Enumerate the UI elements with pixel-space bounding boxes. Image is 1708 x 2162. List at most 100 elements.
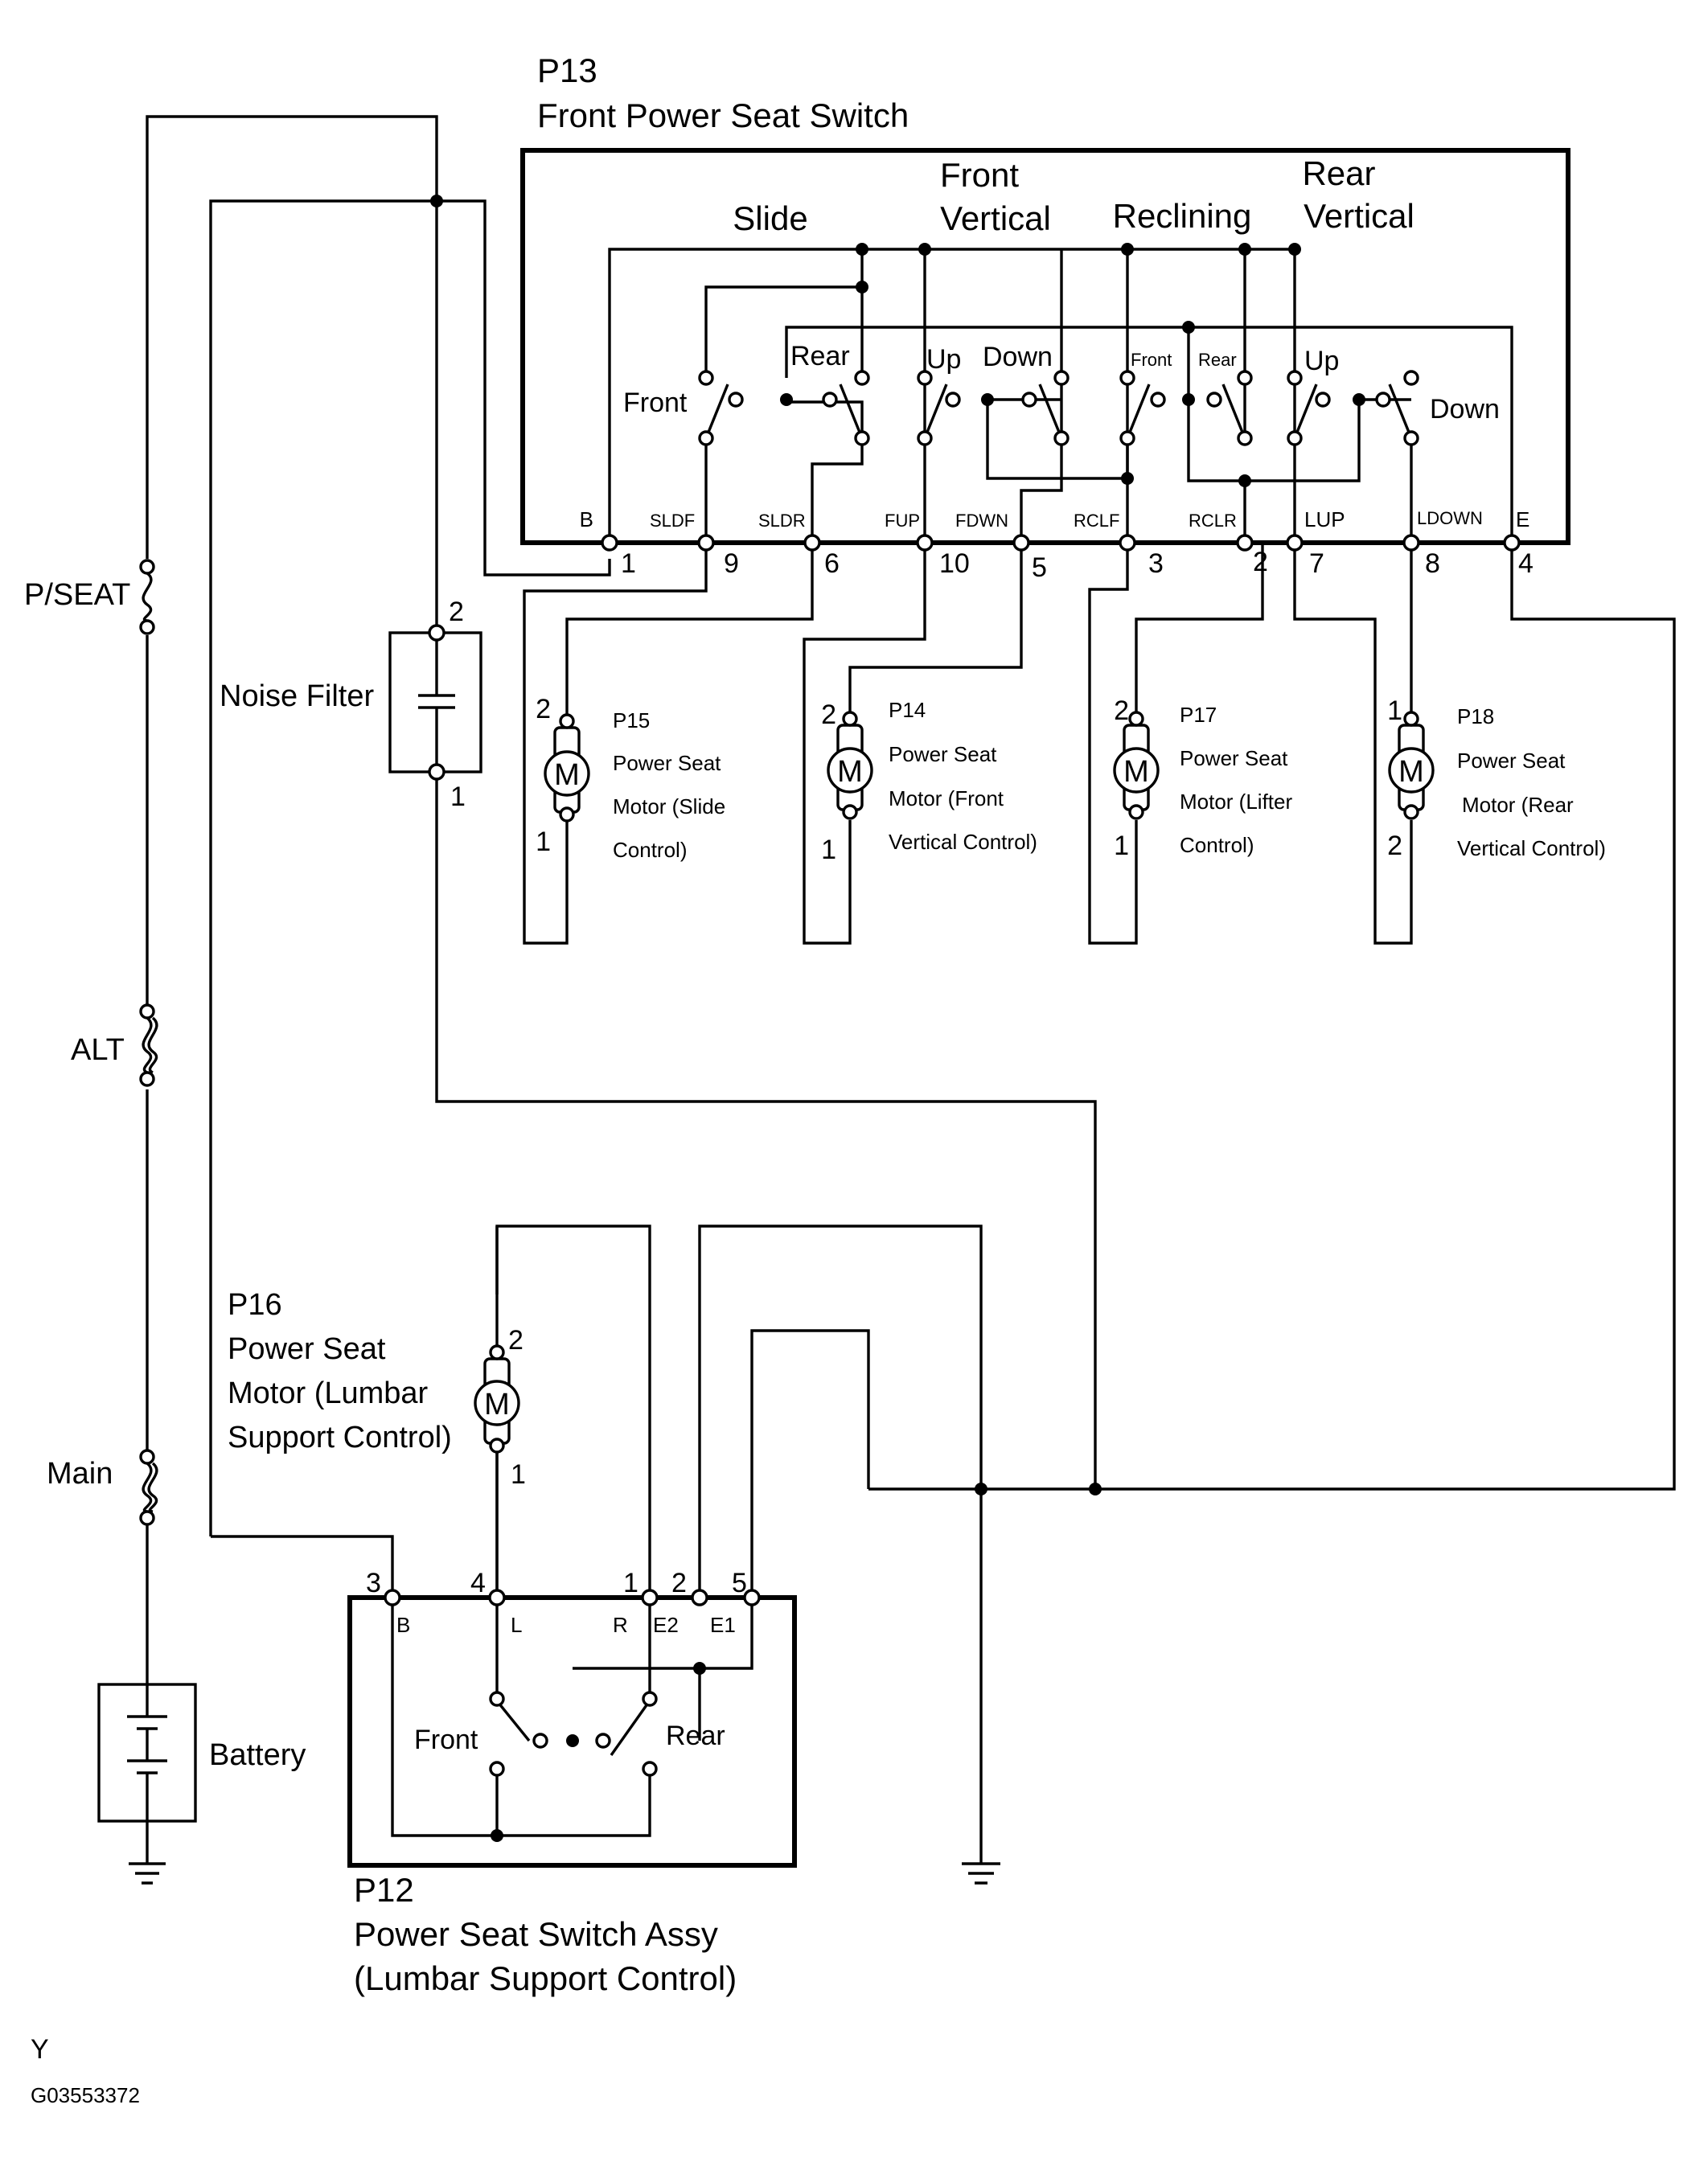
term-lup-pin: 7 xyxy=(1309,548,1324,579)
group-rear: Rear xyxy=(1302,154,1375,192)
footer-mark: Y xyxy=(31,2034,49,2065)
fuse-pseat xyxy=(139,559,155,635)
term-rclf-pin: 3 xyxy=(1148,548,1164,579)
p17-code: P17 xyxy=(1180,703,1217,727)
p17-line1: Power Seat xyxy=(1180,746,1288,770)
switch-contacts xyxy=(489,370,1419,1777)
term-sldr-pin: 6 xyxy=(824,548,840,579)
motor-p17-symbol: M xyxy=(1123,755,1149,789)
term-b-pin: 1 xyxy=(621,548,636,579)
p12-pin-e2: 2 xyxy=(671,1568,687,1598)
term-sldf-pin: 9 xyxy=(724,548,739,579)
p18-bottom-pin: 2 xyxy=(1387,831,1402,861)
p12-pos-rear: Rear xyxy=(666,1721,725,1751)
term-sldr-name: SLDR xyxy=(758,511,806,531)
group-front: Front xyxy=(940,156,1019,194)
pos-slide-front: Front xyxy=(623,388,688,418)
group-slide: Slide xyxy=(733,199,807,237)
term-fdwn-name: FDWN xyxy=(955,511,1008,531)
p17-bottom-pin: 1 xyxy=(1114,831,1129,861)
noise-filter-pin-bottom: 1 xyxy=(450,782,466,812)
p12-term-r: R xyxy=(613,1613,628,1637)
p18-code: P18 xyxy=(1457,704,1494,728)
term-b-name: B xyxy=(580,507,593,531)
term-rclf-name: RCLF xyxy=(1074,511,1119,531)
p12-switch-box xyxy=(347,1595,797,1868)
p17-line2: Motor (Lifter xyxy=(1180,790,1292,814)
p12-term-b: B xyxy=(396,1613,410,1637)
term-lup-name: LUP xyxy=(1304,507,1345,531)
p15-code: P15 xyxy=(613,708,650,732)
motor-p18: M xyxy=(1388,711,1435,820)
component-boxes xyxy=(347,148,1570,1868)
p15-line3: Control) xyxy=(613,838,687,862)
p16-top-pin: 2 xyxy=(508,1325,523,1356)
p18-line1: Power Seat xyxy=(1457,749,1566,773)
p14-line2: Motor (Front xyxy=(889,786,1004,810)
group-rear-vertical: Vertical xyxy=(1304,197,1414,235)
pos-rv-down: Down xyxy=(1430,394,1500,425)
pos-rec-front: Front xyxy=(1131,350,1172,370)
motor-p16: M xyxy=(474,1344,520,1454)
p18-top-pin: 1 xyxy=(1387,695,1402,726)
capacitor-symbol xyxy=(418,627,455,776)
p18-line3: Vertical Control) xyxy=(1457,836,1606,860)
motor-p18-symbol: M xyxy=(1398,755,1424,789)
noise-filter-pin-top: 2 xyxy=(449,597,464,627)
wires xyxy=(146,115,1676,1864)
labels: P13 Front Power Seat Switch Front Rear S… xyxy=(24,51,1606,2107)
pos-rv-up: Up xyxy=(1304,346,1339,376)
term-sldf-name: SLDF xyxy=(650,511,695,531)
motor-p15-symbol: M xyxy=(554,758,580,792)
group-front-vertical: Vertical xyxy=(940,199,1051,237)
motor-p16-symbol: M xyxy=(484,1388,510,1422)
p12-pin-r: 1 xyxy=(623,1568,638,1598)
p12-code: P12 xyxy=(354,1871,414,1909)
p18-line2: Motor (Rear xyxy=(1462,793,1574,817)
battery-symbol xyxy=(97,1683,197,1823)
p17-line3: Control) xyxy=(1180,833,1254,857)
group-reclining: Reclining xyxy=(1113,197,1252,235)
p14-code: P14 xyxy=(889,698,926,722)
term-rclr-pin: 2 xyxy=(1253,547,1268,577)
terminals xyxy=(384,534,1521,1606)
ground-right-icon xyxy=(962,1862,1000,1885)
term-e-pin: 4 xyxy=(1518,548,1534,579)
pos-rec-rear: Rear xyxy=(1198,350,1237,370)
p16-line3: Support Control) xyxy=(228,1421,452,1454)
p14-top-pin: 2 xyxy=(821,699,836,730)
p15-line2: Motor (Slide xyxy=(613,794,725,818)
term-e-name: E xyxy=(1516,507,1529,531)
p13-code: P13 xyxy=(537,51,597,89)
motor-p17: M xyxy=(1113,711,1160,820)
p12-pin-b: 3 xyxy=(366,1568,381,1598)
p16-bottom-pin: 1 xyxy=(511,1459,526,1490)
fuse-main-label: Main xyxy=(47,1457,113,1491)
fuse-main xyxy=(139,1449,158,1526)
p12-pos-front: Front xyxy=(414,1725,478,1755)
noise-filter-label: Noise Filter xyxy=(220,679,374,713)
term-fdwn-pin: 5 xyxy=(1032,552,1047,583)
footer-code: G03553372 xyxy=(31,2083,140,2107)
p12-pin-e1: 5 xyxy=(732,1568,747,1598)
p14-bottom-pin: 1 xyxy=(821,835,836,865)
p16-code: P16 xyxy=(228,1288,282,1322)
pos-fv-down: Down xyxy=(983,342,1053,372)
term-fup-pin: 10 xyxy=(939,548,970,579)
p17-top-pin: 2 xyxy=(1114,695,1129,726)
p15-line1: Power Seat xyxy=(613,751,721,775)
p12-term-e1: E1 xyxy=(710,1613,736,1637)
p15-bottom-pin: 1 xyxy=(536,827,551,857)
p12-pin-l: 4 xyxy=(470,1568,486,1598)
p12-name1: Power Seat Switch Assy xyxy=(354,1915,718,1953)
junction-dots xyxy=(430,195,1365,1842)
p12-term-l: L xyxy=(511,1613,522,1637)
fuse-alt xyxy=(139,1003,158,1087)
motor-p14: M xyxy=(827,711,873,820)
p16-line1: Power Seat xyxy=(228,1332,386,1366)
term-ldown-name: LDOWN xyxy=(1417,508,1483,528)
ground-left-icon xyxy=(129,1862,166,1885)
pos-slide-rear: Rear xyxy=(790,341,850,371)
p14-line1: Power Seat xyxy=(889,742,997,766)
